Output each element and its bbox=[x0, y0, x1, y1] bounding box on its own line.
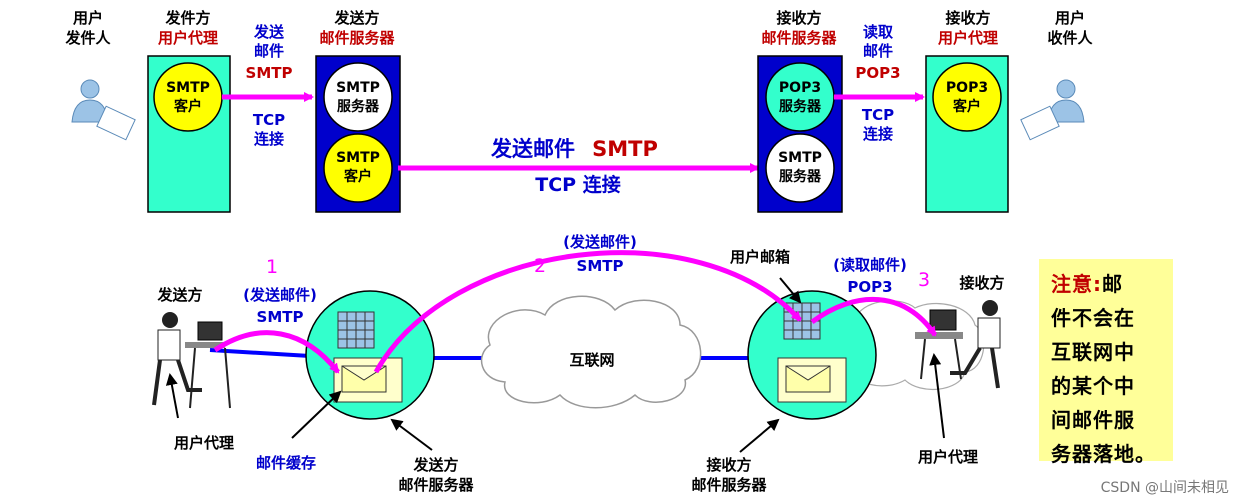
smtp-client-b-line1: SMTP bbox=[336, 150, 380, 166]
receiver-user-line1: 用户 bbox=[1055, 9, 1085, 27]
bottom-sender-label: 发送方 bbox=[156, 286, 202, 304]
send-mail-label-2: 邮件 bbox=[254, 42, 284, 60]
pop3-server-line1: POP3 bbox=[779, 80, 821, 96]
pop3-client-circle bbox=[932, 62, 1002, 132]
sender-agent-sub: 用户代理 bbox=[158, 29, 218, 47]
mail-cache-pointer bbox=[291, 390, 342, 439]
user-agent-left-pointer bbox=[165, 373, 179, 419]
step2-protocol: SMTP bbox=[577, 257, 624, 275]
note-box: 注意:邮 件不会在 互联网中 的某个中 间邮件服 务器落地。 bbox=[1039, 259, 1173, 466]
note-highlight: 注意: bbox=[1051, 272, 1102, 296]
smtp-server-a-circle bbox=[323, 62, 393, 132]
mail-cache-label: 邮件缓存 bbox=[256, 454, 316, 472]
pop3-server-line2: 服务器 bbox=[779, 98, 822, 115]
step3-label: (读取邮件) bbox=[833, 256, 907, 274]
pop3-client-line1: POP3 bbox=[946, 80, 988, 96]
send-mail-protocol: SMTP bbox=[246, 64, 293, 82]
smtp-client-b-line2: 客户 bbox=[343, 168, 372, 185]
pop3-server-circle bbox=[765, 62, 835, 132]
smtp-client-a-line1: SMTP bbox=[166, 80, 210, 96]
smtp-client-a-circle bbox=[153, 62, 223, 132]
internet-label: 互联网 bbox=[569, 351, 614, 369]
note-line-2: 件不会在 bbox=[1051, 306, 1135, 330]
note-line-6: 务器落地。 bbox=[1051, 442, 1156, 466]
main-tcp-label: TCP 连接 bbox=[535, 173, 620, 196]
sender-user-line2: 发件人 bbox=[64, 29, 111, 47]
bottom-receiver-server-line1: 接收方 bbox=[706, 456, 751, 474]
read-mail-label-1: 读取 bbox=[863, 23, 894, 41]
receiver-server-pointer bbox=[739, 418, 780, 453]
step1-number: 1 bbox=[266, 256, 278, 278]
mailbox-pointer bbox=[779, 277, 802, 304]
mailbox-label: 用户邮箱 bbox=[730, 248, 790, 266]
receiver-workstation-icon bbox=[915, 300, 1001, 389]
user-agent-left-label: 用户代理 bbox=[174, 434, 234, 452]
smtp-server-a-line2: 服务器 bbox=[337, 98, 380, 115]
send-mail-label-1: 发送 bbox=[253, 23, 285, 41]
main-send-label: 发送邮件 bbox=[490, 137, 575, 161]
receiver-user-line2: 收件人 bbox=[1047, 29, 1093, 47]
user-agent-right-pointer bbox=[929, 353, 945, 439]
smtp-client-a-line2: 客户 bbox=[173, 98, 202, 115]
sender-link-line bbox=[209, 348, 311, 358]
smtp-server-b-line2: 服务器 bbox=[779, 168, 822, 185]
note-line-4: 的某个中 bbox=[1051, 374, 1135, 398]
bottom-sender-server-line2: 邮件服务器 bbox=[398, 476, 474, 494]
receiver-server-title: 接收方 bbox=[776, 9, 821, 27]
step2-arrow bbox=[373, 250, 802, 374]
watermark: CSDN @山间未相见 bbox=[1100, 480, 1229, 496]
receiver-person-icon bbox=[1020, 79, 1085, 141]
step3-arrow bbox=[810, 296, 938, 337]
step1-protocol: SMTP bbox=[257, 308, 304, 326]
sender-person-icon bbox=[71, 79, 136, 141]
step1-arrow bbox=[213, 330, 340, 374]
tcp-conn-b-1: TCP bbox=[862, 106, 894, 124]
smtp-server-b-circle bbox=[765, 133, 835, 203]
step3-number: 3 bbox=[918, 269, 930, 291]
step1-label: (发送邮件) bbox=[243, 286, 317, 304]
read-mail-label-2: 邮件 bbox=[863, 42, 893, 60]
receiver-agent-title: 接收方 bbox=[945, 9, 990, 27]
sender-server-sub: 邮件服务器 bbox=[319, 29, 395, 47]
note-line-1: 注意:邮 bbox=[1051, 267, 1163, 301]
read-mail-protocol: POP3 bbox=[855, 64, 900, 82]
step2-label: (发送邮件) bbox=[563, 233, 637, 251]
user-agent-right-label: 用户代理 bbox=[918, 448, 978, 466]
smtp-server-b-line1: SMTP bbox=[778, 150, 822, 166]
receiver-agent-sub: 用户代理 bbox=[938, 29, 998, 47]
tcp-conn-a-1: TCP bbox=[253, 111, 285, 129]
sender-user-line1: 用户 bbox=[73, 9, 103, 27]
note-line-3: 互联网中 bbox=[1051, 340, 1135, 364]
note-line-5: 间邮件服 bbox=[1051, 408, 1135, 432]
sender-agent-title: 发件方 bbox=[164, 9, 210, 27]
sender-server-title: 发送方 bbox=[333, 9, 379, 27]
step3-protocol: POP3 bbox=[847, 278, 892, 296]
internet-cloud bbox=[480, 295, 702, 409]
pop3-client-line2: 客户 bbox=[952, 98, 981, 115]
bottom-sender-server-line1: 发送方 bbox=[412, 456, 458, 474]
smtp-server-a-line1: SMTP bbox=[336, 80, 380, 96]
step2-number: 2 bbox=[534, 255, 546, 277]
receiver-server-sub: 邮件服务器 bbox=[761, 29, 837, 47]
sender-server-pointer bbox=[390, 418, 433, 451]
tcp-conn-b-2: 连接 bbox=[863, 125, 893, 143]
main-send-protocol: SMTP bbox=[592, 137, 658, 161]
bottom-receiver-server-line2: 邮件服务器 bbox=[691, 476, 767, 494]
smtp-client-b-circle bbox=[323, 133, 393, 203]
note-line-1-text: 邮 bbox=[1102, 272, 1123, 296]
bottom-receiver-label: 接收方 bbox=[959, 274, 1004, 292]
tcp-conn-a-2: 连接 bbox=[254, 130, 284, 148]
sender-workstation-icon bbox=[152, 312, 231, 409]
